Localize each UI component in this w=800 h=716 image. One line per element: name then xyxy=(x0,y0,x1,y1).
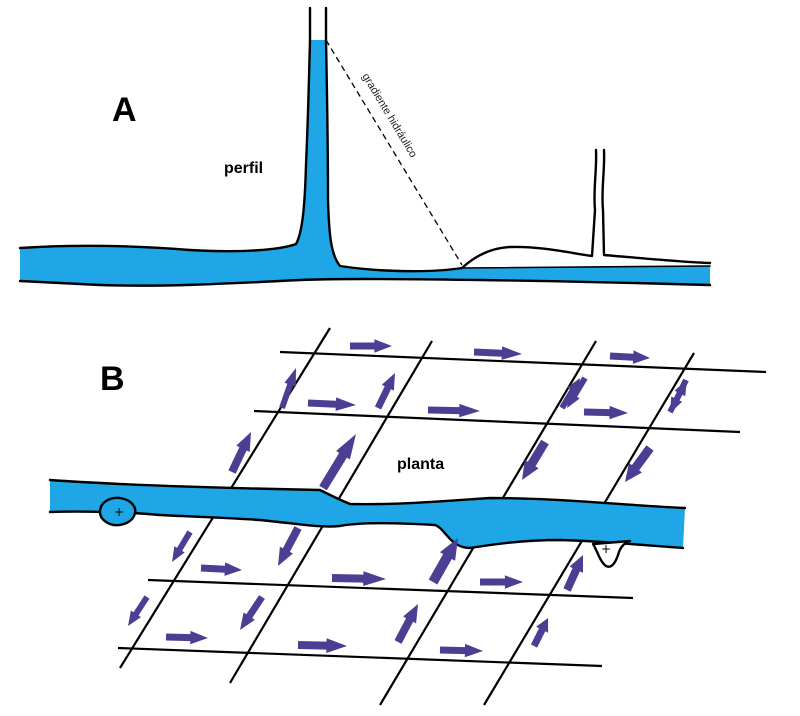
depression-plus-sign: + xyxy=(601,542,611,556)
flow-arrow-icon xyxy=(331,571,386,586)
grid-line-h4 xyxy=(117,646,603,668)
flow-arrow-icon xyxy=(530,618,549,648)
flow-arrow-icon xyxy=(319,434,356,491)
flow-arrow-icon xyxy=(609,350,650,364)
river-top-outline xyxy=(18,6,312,253)
river-north-bank xyxy=(48,478,687,510)
panel-a: A perfil gradiente hidráulico xyxy=(18,6,712,287)
flow-arrow-icon xyxy=(522,439,549,480)
flow-arrow-icon xyxy=(480,575,523,589)
piezometer-right-wall xyxy=(324,6,464,273)
flow-arrow-icon xyxy=(240,595,265,630)
flow-arrow-icon xyxy=(307,397,356,411)
flow-arrow-icon xyxy=(128,595,150,626)
flow-arrow-icon xyxy=(439,643,483,658)
flow-arrow-icon xyxy=(563,555,583,592)
flow-arrow-icon xyxy=(670,378,689,413)
flow-arrows xyxy=(128,339,689,658)
panel-b: B planta + + xyxy=(48,327,767,706)
hydraulic-gradient-label: gradiente hidráulico xyxy=(359,71,419,159)
panel-a-letter: A xyxy=(112,91,137,129)
mound-plus-sign: + xyxy=(114,505,124,519)
river-plan xyxy=(50,480,685,548)
flow-arrow-icon xyxy=(165,630,208,645)
panel-b-letter: B xyxy=(100,360,125,398)
flow-arrow-icon xyxy=(200,562,242,576)
grid-line-h2 xyxy=(253,409,741,434)
flow-arrow-icon xyxy=(583,405,628,420)
water-body-profile xyxy=(20,40,710,286)
recharge-mound xyxy=(98,496,137,527)
flow-arrow-icon xyxy=(394,604,418,644)
panel-a-view-label: perfil xyxy=(224,160,263,177)
flow-arrow-icon xyxy=(228,432,251,474)
flow-arrow-icon xyxy=(279,368,296,409)
flow-arrow-icon xyxy=(567,376,588,408)
flow-arrow-icon xyxy=(473,346,522,360)
flow-arrow-icon xyxy=(374,373,395,410)
hydraulic-gradient-line xyxy=(325,39,463,266)
flow-arrow-icon xyxy=(625,445,654,482)
flow-arrow-icon xyxy=(428,538,458,585)
lens-top-outline xyxy=(461,265,711,269)
flow-arrow-icon xyxy=(427,403,480,418)
discharge-depression xyxy=(591,539,632,568)
grid-line-h3 xyxy=(147,578,634,600)
river-south-bank xyxy=(48,510,685,550)
flow-arrow-icon xyxy=(350,339,392,353)
aquifer-bottom-outline xyxy=(18,277,712,287)
flow-arrow-icon xyxy=(297,638,347,653)
ground-surface-outline xyxy=(460,148,712,270)
flow-arrow-icon xyxy=(172,530,193,562)
panel-b-view-label: planta xyxy=(397,456,444,473)
flow-arrow-icon xyxy=(278,526,302,566)
